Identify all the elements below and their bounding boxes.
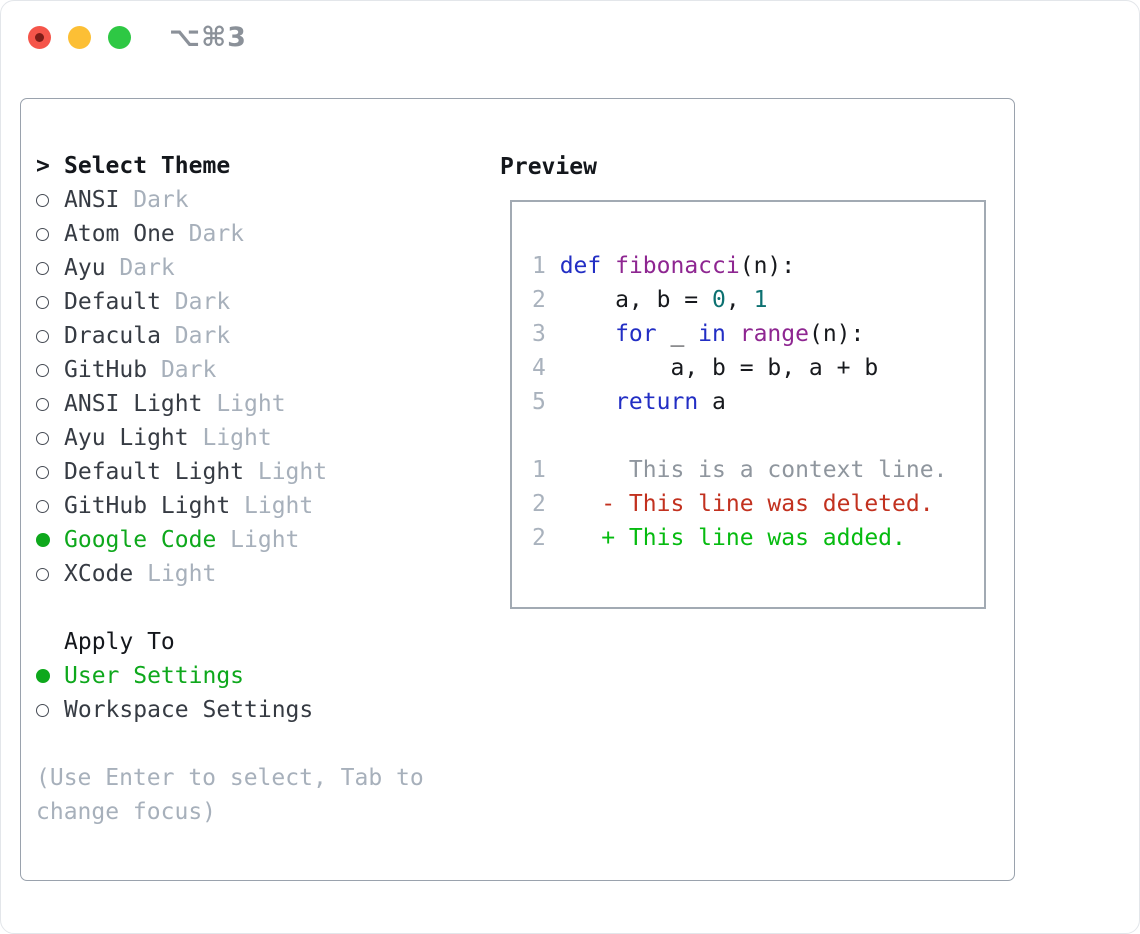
apply-option-workspace-settings[interactable]: Workspace Settings <box>36 693 313 727</box>
radio-icon <box>36 567 49 581</box>
radio-icon <box>36 363 49 377</box>
line-number: 2 <box>532 287 546 313</box>
apply-to-title: Apply To <box>64 629 175 655</box>
diff-line-context: 1 This is a context line. <box>532 453 984 487</box>
radio-icon <box>36 499 49 513</box>
radio-icon <box>36 227 49 241</box>
code-line: 2 a, b = 0, 1 <box>532 283 984 317</box>
close-dot-icon <box>35 32 44 42</box>
line-number: 5 <box>532 389 546 415</box>
select-theme-title: Select Theme <box>64 153 231 179</box>
radio-icon <box>36 295 49 309</box>
hint-text: (Use Enter to select, Tab to change focu… <box>36 765 424 825</box>
line-number: 1 <box>532 457 546 483</box>
traffic-lights <box>1 25 131 49</box>
radio-icon <box>36 431 49 445</box>
diff-line-deleted: 2 - This line was deleted. <box>532 487 984 521</box>
line-number: 3 <box>532 321 546 347</box>
radio-selected-icon <box>36 533 50 547</box>
titlebar: ⌥⌘3 <box>1 1 1139 73</box>
code-line: 5 return a <box>532 385 984 419</box>
radio-icon <box>36 397 49 411</box>
radio-icon <box>36 261 49 275</box>
radio-icon <box>36 465 49 479</box>
apply-to-block: Apply To User Settings Workspace Setting… <box>36 625 313 727</box>
line-number: 2 <box>532 525 546 551</box>
close-button[interactable] <box>28 25 51 49</box>
line-number: 4 <box>532 355 546 381</box>
focus-caret-icon: > <box>36 153 50 179</box>
window-title: ⌥⌘3 <box>169 21 247 53</box>
select-theme-header: > Select Theme <box>36 149 327 183</box>
radio-icon <box>36 193 49 207</box>
line-number: 2 <box>532 491 546 517</box>
preview-title: Preview <box>500 154 597 180</box>
diff-preview: 1 This is a context line.2 - This line w… <box>532 453 984 555</box>
code-line: 4 a, b = b, a + b <box>532 351 984 385</box>
blank-line <box>532 419 984 453</box>
radio-selected-icon <box>36 669 50 683</box>
apply-option-user-settings[interactable]: User Settings <box>36 659 313 693</box>
diff-line-added: 2 + This line was added. <box>532 521 984 555</box>
apply-to-options: User Settings Workspace Settings <box>36 659 313 727</box>
code-line: 3 for _ in range(n): <box>532 317 984 351</box>
radio-icon <box>36 703 49 717</box>
line-number: 1 <box>532 253 546 279</box>
radio-icon <box>36 329 49 343</box>
apply-to-header: Apply To <box>36 625 313 659</box>
minimize-button[interactable] <box>68 25 91 49</box>
zoom-button[interactable] <box>108 25 131 49</box>
